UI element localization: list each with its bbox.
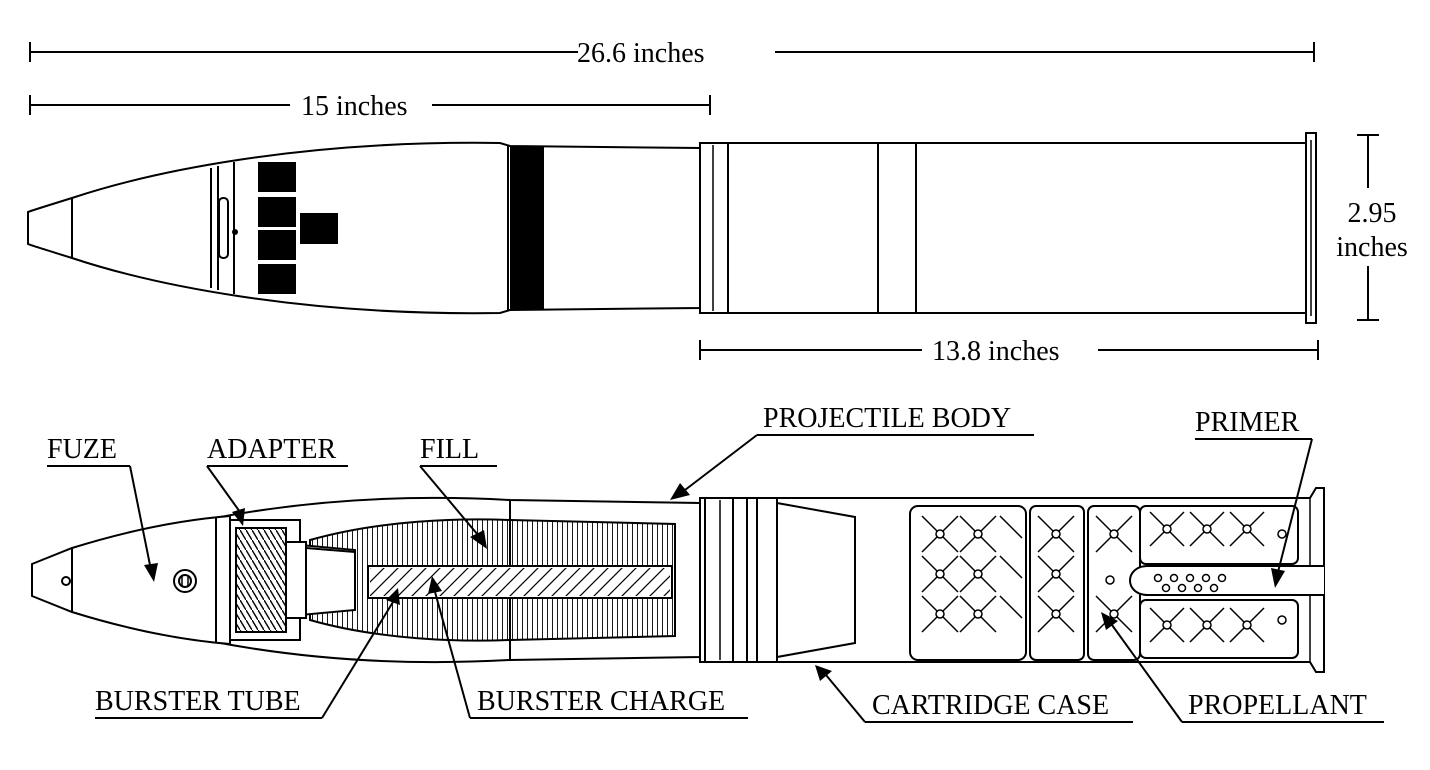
overall-length-label: 26.6 inches <box>577 38 705 69</box>
label-propellant: PROPELLANT <box>1188 690 1367 721</box>
fuze <box>31 514 231 646</box>
external-projectile <box>27 141 701 315</box>
dimension-overall: 26.6 inches <box>29 38 1315 69</box>
callout-fill: FILL <box>419 434 497 549</box>
callout-propellant: PROPELLANT <box>1101 612 1384 723</box>
cartridge-external-view <box>27 132 1317 324</box>
label-projectile-body: PROJECTILE BODY <box>763 403 1011 434</box>
dimension-diameter: 2.95 inches <box>1336 134 1408 321</box>
diameter-value: 2.95 <box>1348 198 1397 229</box>
callout-projectile-body: PROJECTILE BODY <box>670 403 1034 500</box>
callout-primer: PRIMER <box>1195 407 1313 588</box>
case-length-label: 13.8 inches <box>932 336 1060 367</box>
label-fuze: FUZE <box>47 434 117 465</box>
burster-charge <box>370 568 670 596</box>
diameter-unit: inches <box>1336 232 1408 263</box>
cartridge-cutaway-view <box>31 487 1325 673</box>
external-case <box>717 142 1309 314</box>
label-primer: PRIMER <box>1195 407 1300 438</box>
label-burster-charge: BURSTER CHARGE <box>477 686 725 717</box>
label-fill: FILL <box>420 434 479 465</box>
label-cartridge-case: CARTRIDGE CASE <box>872 690 1109 721</box>
primer-vents <box>1153 573 1227 593</box>
marking-band <box>510 146 544 310</box>
label-adapter: ADAPTER <box>207 434 336 465</box>
propellant-grains <box>909 505 1299 661</box>
projectile-length-label: 15 inches <box>301 91 408 122</box>
boat-tail <box>776 501 856 659</box>
dimension-projectile: 15 inches <box>29 91 711 122</box>
dimension-case: 13.8 inches <box>699 336 1319 367</box>
callout-burster-tube: BURSTER TUBE <box>95 588 400 719</box>
callout-adapter: ADAPTER <box>206 434 348 526</box>
callout-burster-charge: BURSTER CHARGE <box>428 576 748 719</box>
marking-squares <box>258 162 338 294</box>
callout-fuze: FUZE <box>47 434 158 582</box>
callout-cartridge-case: CARTRIDGE CASE <box>815 665 1133 723</box>
label-burster-tube: BURSTER TUBE <box>95 686 301 717</box>
